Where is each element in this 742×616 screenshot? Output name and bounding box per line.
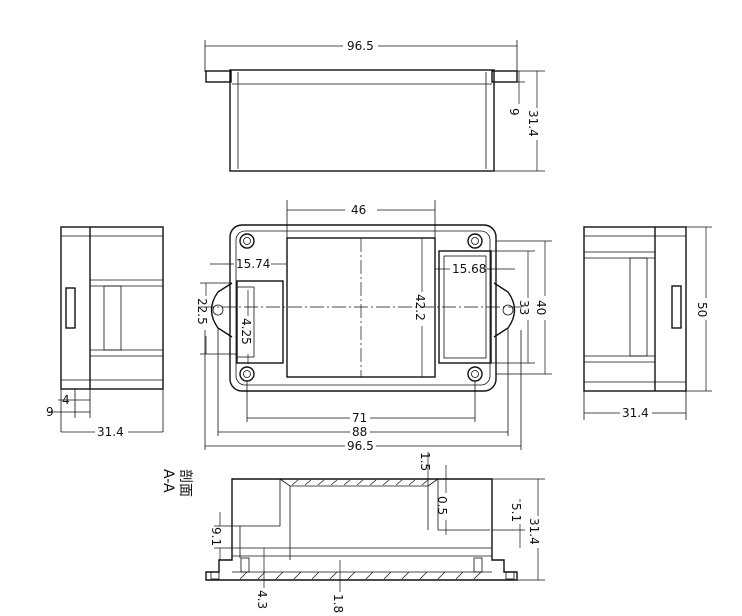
left-offset-b-label: 9	[46, 405, 54, 419]
front-hole-pitch-label: 71	[352, 411, 367, 425]
right-height-label: 50	[695, 302, 709, 317]
front-body	[229, 224, 497, 392]
top-tab-right	[491, 70, 518, 83]
front-window-height-label: 42.2	[413, 294, 427, 321]
front-hole-dia-label: 4.25	[239, 318, 253, 345]
right-body	[583, 226, 687, 392]
section-hatch-floor	[239, 571, 482, 580]
section-hatch-top	[291, 479, 429, 486]
top-tab-left	[205, 70, 232, 83]
front-overall-length-label: 96.5	[347, 439, 374, 453]
front-slot-right	[438, 250, 492, 364]
top-width-label: 96.5	[347, 39, 374, 53]
front-ear-right	[493, 282, 516, 338]
front-right-inset-label: 15.68	[452, 262, 486, 276]
section-rib-label: 0.5	[435, 496, 449, 515]
left-offset-a-label: 4	[62, 393, 70, 407]
right-depth-label: 31.4	[622, 406, 649, 420]
front-view: 46 15.74 15.68 42.2 22.5 4.25 33 40	[195, 200, 552, 453]
right-slot	[629, 257, 648, 357]
front-outer-height-label: 40	[534, 300, 548, 315]
section-wall-top-label: 1.5	[418, 452, 432, 471]
front-ear-span-label: 22.5	[195, 298, 209, 325]
section-base-height-label: 9.1	[209, 527, 223, 546]
left-view: 4 9 31.4	[46, 226, 164, 439]
section-label-cn: 剖面	[177, 469, 193, 497]
right-view: 50 31.4	[583, 226, 712, 420]
right-latch	[671, 285, 682, 329]
section-outer	[205, 478, 518, 581]
front-inner-span-label: 33	[517, 300, 531, 315]
section-height-label: 31.4	[527, 518, 541, 545]
front-ear-left	[210, 282, 233, 338]
top-height-label: 31.4	[526, 110, 540, 137]
top-body	[229, 69, 495, 172]
left-depth-label: 31.4	[97, 425, 124, 439]
section-label-aa: A-A	[160, 469, 176, 493]
front-body-length-label: 88	[352, 425, 367, 439]
section-floor-label: 1.8	[331, 594, 345, 613]
front-window-width-label: 46	[351, 203, 366, 217]
section-flange-label: 4.3	[255, 590, 269, 609]
top-view: 96.5 9 31.4	[204, 39, 545, 172]
top-tab-height-label: 9	[507, 108, 521, 116]
section-view: 剖面 A-A	[160, 452, 545, 613]
left-slot	[103, 285, 122, 351]
front-left-inset-label: 15.74	[236, 257, 270, 271]
left-latch	[65, 287, 76, 329]
section-lip-label: 5.1	[509, 503, 523, 522]
left-body	[60, 226, 164, 390]
